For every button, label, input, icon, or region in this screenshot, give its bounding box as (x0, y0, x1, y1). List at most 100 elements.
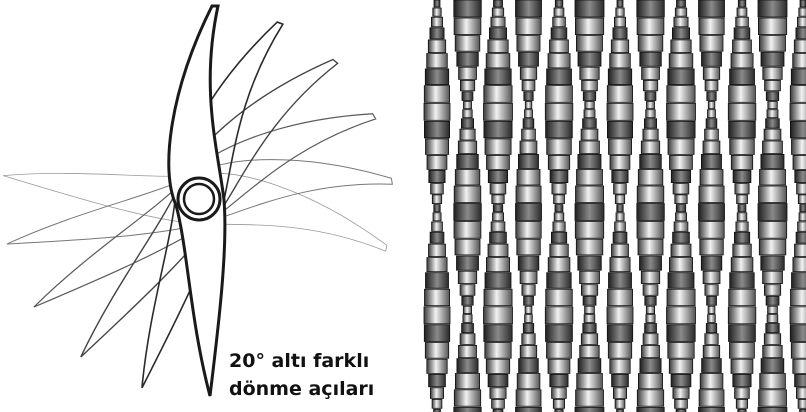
stacked-tile (432, 195, 441, 204)
stacked-tile (610, 359, 630, 373)
stacked-tile (545, 103, 573, 120)
stacked-tile (793, 359, 806, 373)
stacked-tile (608, 343, 631, 359)
stacked-tile (791, 289, 806, 306)
stacked-tile (761, 154, 784, 168)
stacked-tile (700, 36, 723, 52)
stacked-tile-pattern (420, 0, 806, 412)
stacked-tile (637, 204, 665, 221)
stacked-tile (766, 92, 778, 101)
stacked-tile (575, 18, 603, 35)
stacked-tile (607, 103, 633, 120)
stacked-tile (763, 271, 783, 283)
stacked-tile (517, 36, 540, 52)
stacked-tile (546, 289, 573, 306)
stacked-tile (463, 315, 472, 323)
stacked-tile (460, 80, 474, 90)
stacked-tile (735, 388, 750, 399)
stacked-tile (668, 273, 694, 289)
stacked-tile (491, 17, 505, 27)
stacked-tile (552, 388, 567, 399)
stacked-tile (768, 306, 778, 313)
stacked-tile (485, 273, 511, 289)
stacked-tile (703, 345, 720, 357)
stacked-tile (759, 239, 786, 255)
stacked-tile (486, 359, 509, 373)
stacked-tile (455, 374, 479, 389)
stacked-tile (429, 244, 446, 257)
stacked-tile (434, 205, 440, 212)
stacked-tile (578, 52, 601, 66)
stacked-tile (669, 258, 692, 272)
stacked-tile (486, 258, 509, 272)
stacked-tile (671, 170, 690, 182)
stacked-tile (430, 388, 443, 399)
stacked-tile (729, 86, 756, 103)
stacked-tile (667, 289, 695, 306)
stacked-tile (609, 273, 632, 289)
stacked-tile (759, 390, 787, 406)
stacked-tile (580, 141, 600, 154)
stacked-tile (581, 285, 597, 296)
stacked-tile (637, 186, 664, 203)
stacked-tile (638, 170, 663, 186)
stacked-tile (796, 28, 806, 39)
stacked-tile (675, 195, 687, 204)
stacked-tile (637, 222, 664, 239)
stacked-tile (610, 258, 630, 272)
stacked-tile (485, 69, 511, 85)
stacked-tile (522, 334, 535, 345)
stacked-tile (794, 40, 806, 53)
stacked-tile (555, 205, 563, 212)
stacked-tile (492, 8, 503, 16)
stacked-tile (791, 343, 806, 359)
stacked-tile (647, 102, 655, 109)
stacked-tile (490, 388, 506, 399)
stacked-tile (768, 102, 778, 109)
tile-columns (424, 0, 806, 412)
stacked-tile (736, 17, 749, 27)
stacked-tile (699, 18, 724, 35)
stacked-tile (764, 334, 780, 345)
stacked-tile (668, 69, 694, 85)
stacked-tile (546, 86, 573, 103)
stacked-tile (795, 170, 806, 182)
stacked-tile (432, 399, 442, 408)
stacked-tile (516, 390, 541, 406)
stacked-tile (616, 213, 624, 221)
stacked-tile (667, 103, 696, 120)
stacked-tile (672, 28, 689, 39)
stacked-tile (643, 334, 658, 345)
stacked-tile (667, 86, 695, 103)
stacked-tile (430, 232, 444, 243)
stacked-tile (576, 186, 604, 203)
stacked-tile (612, 374, 629, 386)
stacked-tile (766, 296, 779, 305)
stacked-tile (735, 184, 749, 194)
stacked-tile (455, 36, 480, 52)
stacked-tile (700, 374, 723, 389)
stacked-tile (523, 324, 533, 333)
stacked-tile (576, 36, 602, 52)
stacked-tile (489, 28, 506, 39)
stacked-tile (611, 40, 628, 53)
stacked-tile (613, 28, 627, 39)
stacked-tile (518, 154, 538, 168)
stacked-tile (525, 306, 532, 313)
stacked-tile (583, 324, 596, 333)
stacked-tile (454, 390, 480, 406)
stacked-tile (576, 390, 604, 406)
stacked-tile (494, 0, 503, 7)
stacked-tile (733, 244, 752, 257)
stacked-tile (671, 40, 691, 53)
stacked-tile (455, 239, 480, 255)
stacked-tile (699, 407, 725, 412)
stacked-tile (675, 399, 688, 408)
stacked-tile (708, 110, 716, 118)
stacked-tile (460, 334, 475, 345)
stacked-tile (553, 17, 566, 27)
stacked-tile (546, 325, 573, 342)
stacked-tile (761, 52, 784, 66)
stacked-tile (703, 141, 720, 154)
stacked-tile (673, 232, 690, 243)
